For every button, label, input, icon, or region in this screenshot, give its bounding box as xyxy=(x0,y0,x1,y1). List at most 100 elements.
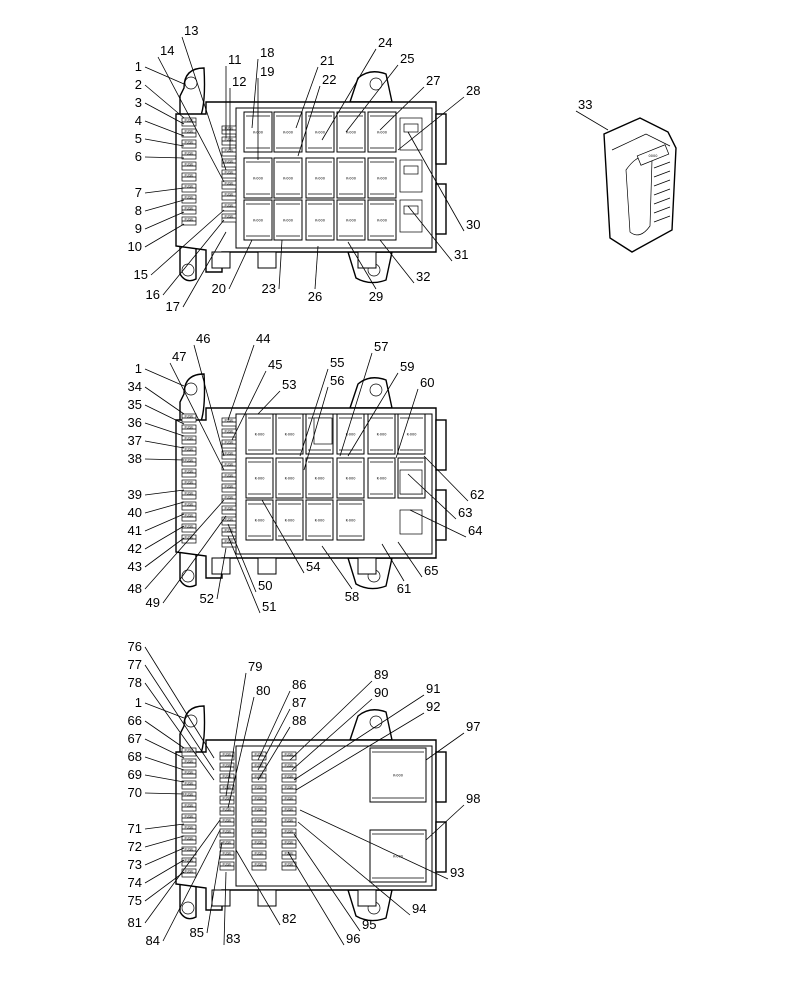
callout-label: 70 xyxy=(128,785,142,800)
relay-text: K-000 xyxy=(377,131,387,135)
fuse-icon: FUSE xyxy=(181,139,197,149)
relay-text: K-000 xyxy=(285,477,295,481)
bottom-clip xyxy=(257,251,277,269)
callout-label: 59 xyxy=(400,359,414,374)
fuse-text: FUSE xyxy=(184,814,193,818)
connector xyxy=(399,469,423,495)
leader-line xyxy=(227,535,261,614)
leader-line xyxy=(278,239,283,290)
callout-label: 67 xyxy=(128,731,142,746)
relay-icon: K-000 xyxy=(305,499,334,541)
relay-text: K-000 xyxy=(407,433,417,437)
callout-label: 1 xyxy=(135,361,142,376)
relay-text: K-000 xyxy=(315,177,325,181)
fuse-icon: FUSE xyxy=(281,784,297,794)
fuse-icon: FUSE xyxy=(221,169,237,179)
fuse-text: FUSE xyxy=(222,851,231,855)
callout-label: 36 xyxy=(128,415,142,430)
fuse-text: FUSE xyxy=(184,869,193,873)
callout-label: 65 xyxy=(424,563,438,578)
fuse-text: FUSE xyxy=(184,140,193,144)
relay-text: K-000 xyxy=(393,855,403,859)
fuse-box-2: FUSEFUSEFUSEFUSEFUSEFUSEFUSEFUSEFUSEFUSE… xyxy=(175,373,447,590)
fuse-text: FUSE xyxy=(224,181,233,185)
inner-frame xyxy=(235,745,433,887)
relay-text: K-000 xyxy=(255,477,265,481)
fuse-icon: FUSE xyxy=(251,861,267,871)
bottom-clip xyxy=(257,557,277,575)
leader-line xyxy=(395,388,419,459)
callout-label: 75 xyxy=(128,893,142,908)
fuse-text: FUSE xyxy=(184,162,193,166)
relay-icon: K-000 xyxy=(336,111,366,153)
fuse-icon: FUSE xyxy=(221,483,237,493)
leader-line xyxy=(299,809,449,880)
callout-label: 61 xyxy=(397,581,411,596)
fuse-icon: FUSE xyxy=(221,472,237,482)
bottom-clip xyxy=(357,557,377,575)
relay-icon: K-000 xyxy=(397,413,426,455)
callout-label: 98 xyxy=(466,791,480,806)
fuse-text: FUSE xyxy=(224,148,233,152)
fuse-icon: FUSE xyxy=(281,817,297,827)
leader-line xyxy=(227,696,255,809)
fuse-icon: FUSE xyxy=(281,773,297,783)
callout-label: 40 xyxy=(128,505,142,520)
fuse-icon: FUSE xyxy=(281,861,297,871)
fuse-text: FUSE xyxy=(222,785,231,789)
fuse-icon: FUSE xyxy=(181,791,197,801)
callout-label: 14 xyxy=(160,43,174,58)
fuse-text: FUSE xyxy=(254,796,263,800)
callout-label: 95 xyxy=(362,917,376,932)
relay-icon: K-000 xyxy=(367,457,396,499)
mount-hole xyxy=(184,76,198,90)
callout-label: 25 xyxy=(400,51,414,66)
leader-line xyxy=(193,344,225,457)
fuse-text: FUSE xyxy=(222,763,231,767)
relay-text: K-000 xyxy=(346,219,356,223)
fuse-text: FUSE xyxy=(224,528,233,532)
callout-label: 57 xyxy=(374,339,388,354)
callout-label: 91 xyxy=(426,681,440,696)
fuse-icon: FUSE xyxy=(221,527,237,537)
callout-label: 5 xyxy=(135,131,142,146)
fuse-box-1: FUSEFUSEFUSEFUSEFUSEFUSEFUSEFUSEFUSEFUSE… xyxy=(175,67,447,284)
fuse-text: FUSE xyxy=(184,759,193,763)
fuse-icon: FUSE xyxy=(221,494,237,504)
leader-line xyxy=(409,509,467,538)
fuse-icon: FUSE xyxy=(181,435,197,445)
fuse-icon: FUSE xyxy=(219,806,235,816)
callout-label: 15 xyxy=(134,267,148,282)
leader-line xyxy=(144,499,225,590)
fuse-text: FUSE xyxy=(254,774,263,778)
side-tab xyxy=(435,113,447,165)
fuse-icon: FUSE xyxy=(181,128,197,138)
fuse-text: FUSE xyxy=(254,829,263,833)
relay-icon: K-000 xyxy=(369,747,427,803)
relay-text: K-000 xyxy=(377,477,387,481)
connector xyxy=(399,509,423,535)
leader-line xyxy=(144,720,185,749)
fuse-text: FUSE xyxy=(184,118,193,122)
fuse-icon: FUSE xyxy=(181,161,197,171)
relay-text: K-000 xyxy=(346,477,356,481)
relay-text: K-000 xyxy=(255,433,265,437)
callout-label: 30 xyxy=(466,217,480,232)
relay-text: K-000 xyxy=(346,131,356,135)
relay-icon: K-000 xyxy=(275,457,304,499)
leader-line xyxy=(144,859,185,884)
callout-label: 2 xyxy=(135,77,142,92)
fuse-text: FUSE xyxy=(284,840,293,844)
leader-line xyxy=(407,473,457,520)
callout-label: 1 xyxy=(135,59,142,74)
leader-line xyxy=(397,96,465,151)
relay-icon: K-000 xyxy=(245,457,274,499)
relay-text: K-000 xyxy=(283,131,293,135)
fuse-icon: FUSE xyxy=(221,158,237,168)
callout-label: 81 xyxy=(128,915,142,930)
relay-icon: K-000 xyxy=(367,413,396,455)
fuse-text: FUSE xyxy=(254,862,263,866)
callout-label: 32 xyxy=(416,269,430,284)
relay-text: K-000 xyxy=(346,433,356,437)
fuse-text: FUSE xyxy=(284,862,293,866)
